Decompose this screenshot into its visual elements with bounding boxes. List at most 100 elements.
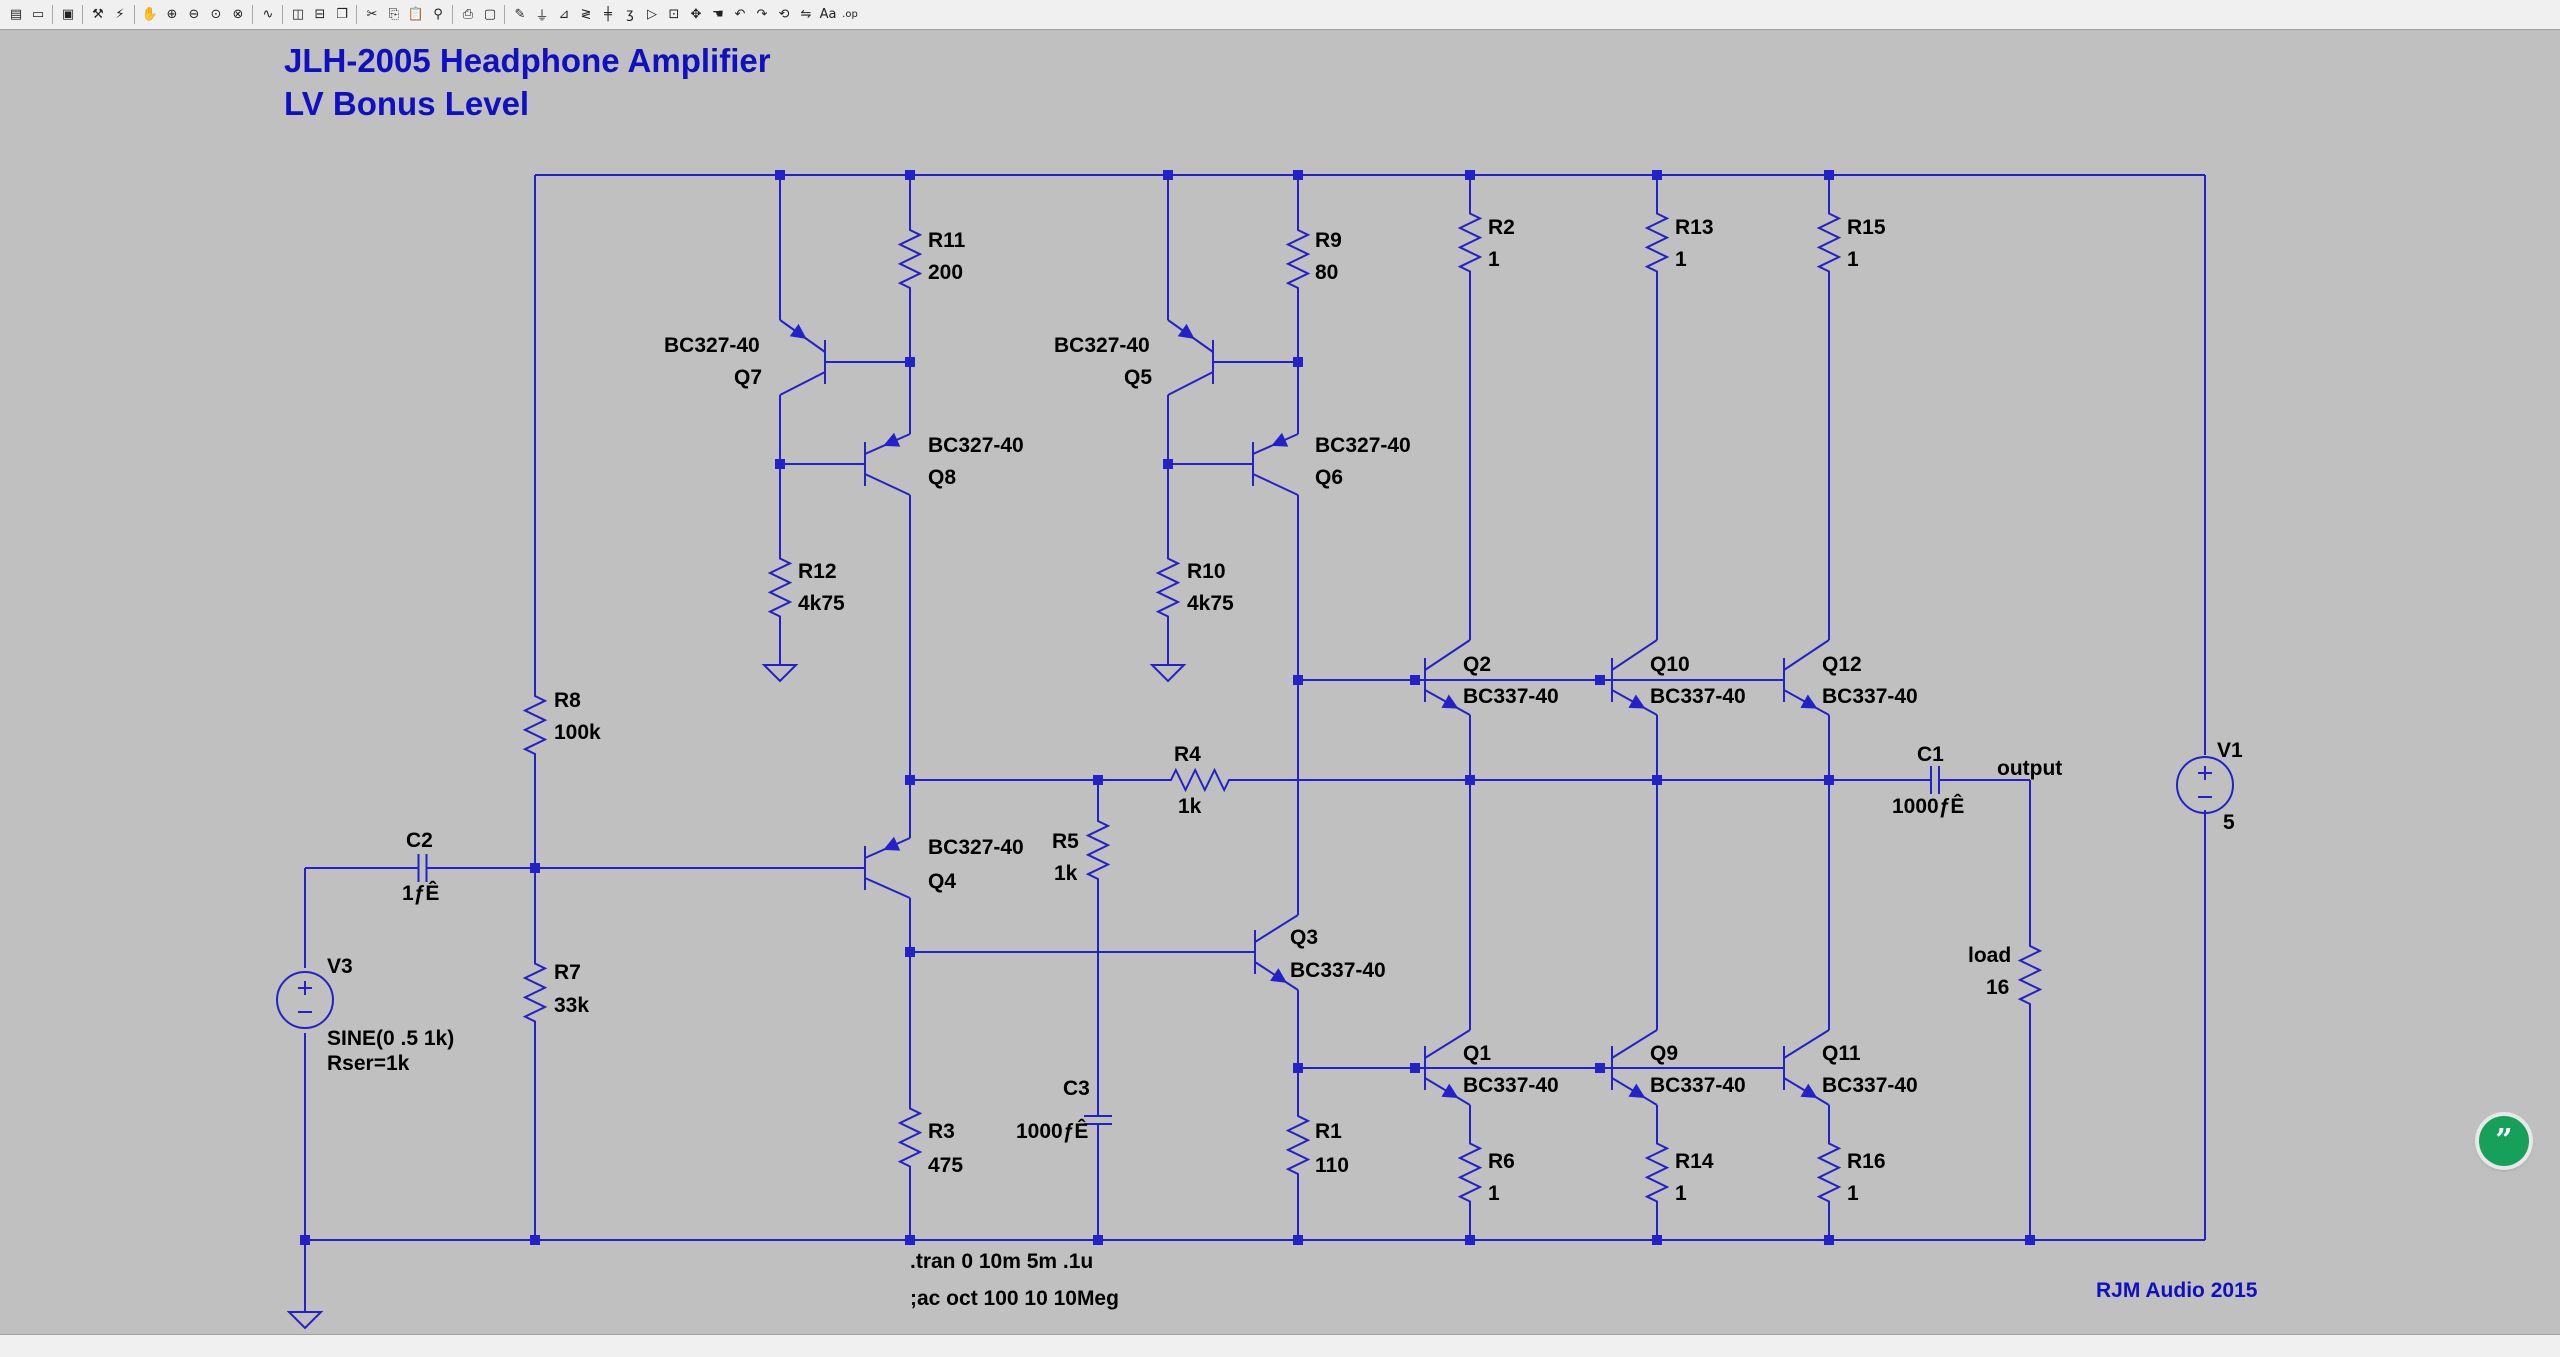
mirror-icon[interactable]: ⇋ [800,6,812,22]
label-r6-name: R6 [1488,1150,1515,1173]
tile-vertical-icon[interactable]: ◫ [291,6,305,22]
halt-icon[interactable]: ✋ [141,6,159,22]
label-r13-name: R13 [1675,216,1714,239]
zoom-fit-icon[interactable]: ⊙ [210,6,222,22]
r10-resistor [1155,545,1181,630]
q11-transistor [1783,1029,1830,1106]
junction-dot [1163,170,1173,180]
c3-capacitor [1084,1095,1112,1145]
draw-wire-icon[interactable]: ✎ [514,6,526,22]
credit-text: RJM Audio 2015 [2096,1279,2258,1302]
label-c1-name: C1 [1917,743,1944,766]
label-net-icon[interactable]: ⊿ [558,6,570,22]
move-icon[interactable]: ✥ [690,6,702,22]
label-r14-value: 1 [1675,1182,1687,1205]
spice-directive-tran[interactable]: .tran 0 10m 5m .1u [910,1250,1093,1273]
label-c3-value: 1000ƒÊ [1016,1119,1088,1143]
label-r9-value: 80 [1315,261,1338,284]
label-q9-name: Q9 [1650,1042,1678,1065]
label-c2-value: 1ƒÊ [402,881,439,905]
open-icon[interactable]: ▭ [31,6,45,22]
label-q7-name: Q7 [734,366,762,389]
zoom-cancel-icon[interactable]: ⊗ [232,6,244,22]
cascade-icon[interactable]: ❐ [336,6,348,22]
c2-capacitor [405,854,440,882]
junction-dot [905,170,915,180]
chat-bubble-button[interactable]: ” [2479,1116,2529,1166]
component-icon[interactable]: ⊡ [668,6,680,22]
label-r16-name: R16 [1847,1150,1886,1173]
print-icon[interactable]: ⎙ [462,6,474,22]
q12-transistor [1783,639,1830,716]
junction-dot [1163,459,1173,469]
waveform-icon[interactable]: ∿ [262,6,274,22]
capacitor-icon[interactable]: ╪ [604,6,612,22]
spice-comment-ac[interactable]: ;ac oct 100 10 10Meg [910,1287,1119,1310]
junction-dot [1093,1235,1103,1245]
zoom-out-icon[interactable]: ⊖ [188,6,200,22]
paste-icon[interactable]: 📋 [407,6,425,22]
diode-icon[interactable]: ▷ [647,6,657,22]
new-schematic-icon[interactable]: ▤ [9,6,23,22]
text-icon[interactable]: Aa [819,6,837,22]
toolbar-separator [134,5,135,24]
label-r1-name: R1 [1315,1120,1342,1143]
r7-resistor [522,950,548,1035]
junction-dot [1652,170,1662,180]
label-r15-value: 1 [1847,248,1859,271]
label-q2-name: Q2 [1463,653,1491,676]
redo-icon[interactable]: ↷ [756,6,768,22]
drag-icon[interactable]: ☚ [712,6,724,22]
label-c2-name: C2 [406,829,433,852]
junction-dot [1293,675,1303,685]
q4-transistor [860,836,911,899]
q1-transistor [1424,1029,1471,1106]
label-r6-value: 1 [1488,1182,1500,1205]
label-r9-name: R9 [1315,229,1342,252]
inductor-icon[interactable]: ʒ [626,6,634,22]
quote-icon: ” [2495,1123,2513,1158]
tile-horizontal-icon[interactable]: ⊟ [314,6,326,22]
label-r1-value: 110 [1315,1154,1349,1177]
label-q6-model: BC327-40 [1315,434,1411,457]
rotate-icon[interactable]: ⟲ [778,6,790,22]
junction-dot [775,459,785,469]
label-r5-value: 1k [1054,862,1078,885]
r8-resistor [522,690,548,760]
q10-transistor [1611,639,1658,716]
q5-transistor [1167,319,1214,396]
label-r3-name: R3 [928,1120,955,1143]
q7-transistor [779,319,826,396]
cut-icon[interactable]: ✂ [366,6,378,22]
resistor-icon[interactable]: ≷ [580,6,592,22]
junction-dot [1652,775,1662,785]
ground-symbol-r10 [1149,664,1187,683]
v3-source [276,971,334,1029]
r4-resistor [1160,767,1240,793]
label-q3-name: Q3 [1290,926,1318,949]
label-r5-name: R5 [1052,830,1079,853]
spice-directive-icon[interactable]: .op [842,8,858,20]
r12-resistor [767,545,793,630]
r15-resistor [1816,210,1842,275]
junction-dot [1652,1235,1662,1245]
undo-icon[interactable]: ↶ [734,6,746,22]
ground-symbol-r12 [761,664,799,683]
label-r12-value: 4k75 [798,592,845,615]
zoom-in-icon[interactable]: ⊕ [166,6,178,22]
r6-resistor [1457,1135,1483,1210]
copy-icon[interactable]: ⎘ [388,6,400,22]
ground-icon[interactable]: ⏚ [535,8,549,24]
c1-capacitor [1920,766,1950,794]
label-r8-name: R8 [554,689,581,712]
run-icon[interactable]: ⚡ [115,6,125,22]
label-q11-model: BC337-40 [1822,1074,1918,1097]
junction-dot [905,1235,915,1245]
print-preview-icon[interactable]: ▢ [483,6,497,22]
junction-dot [1824,775,1834,785]
schematic-canvas[interactable]: JLH-2005 Headphone Amplifier LV Bonus Le… [0,30,2560,1334]
save-icon[interactable]: ▣ [61,6,75,22]
label-q5-name: Q5 [1124,366,1152,389]
control-panel-icon[interactable]: ⚒ [92,6,104,22]
find-icon[interactable]: ⚲ [433,6,443,22]
